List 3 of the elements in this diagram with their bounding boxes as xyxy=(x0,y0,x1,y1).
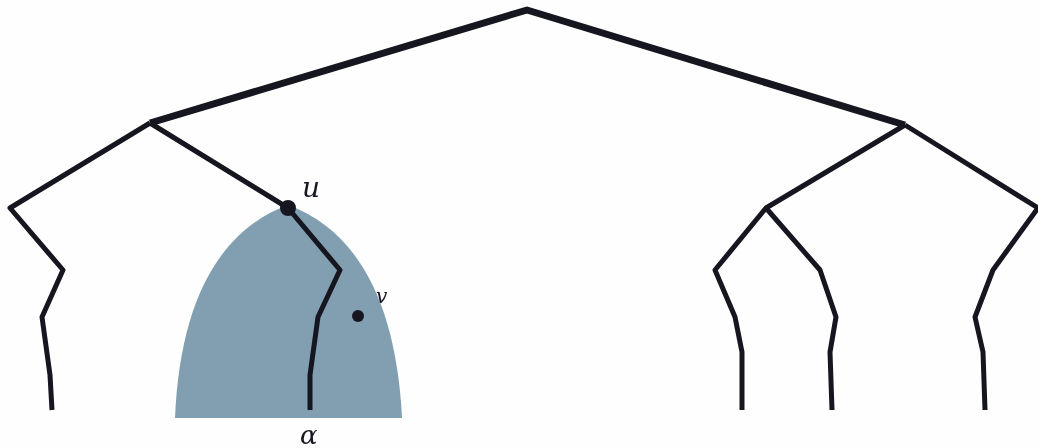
axis-label: α xyxy=(300,422,318,448)
point-label: u xyxy=(302,174,321,202)
point-label: v xyxy=(376,286,388,306)
